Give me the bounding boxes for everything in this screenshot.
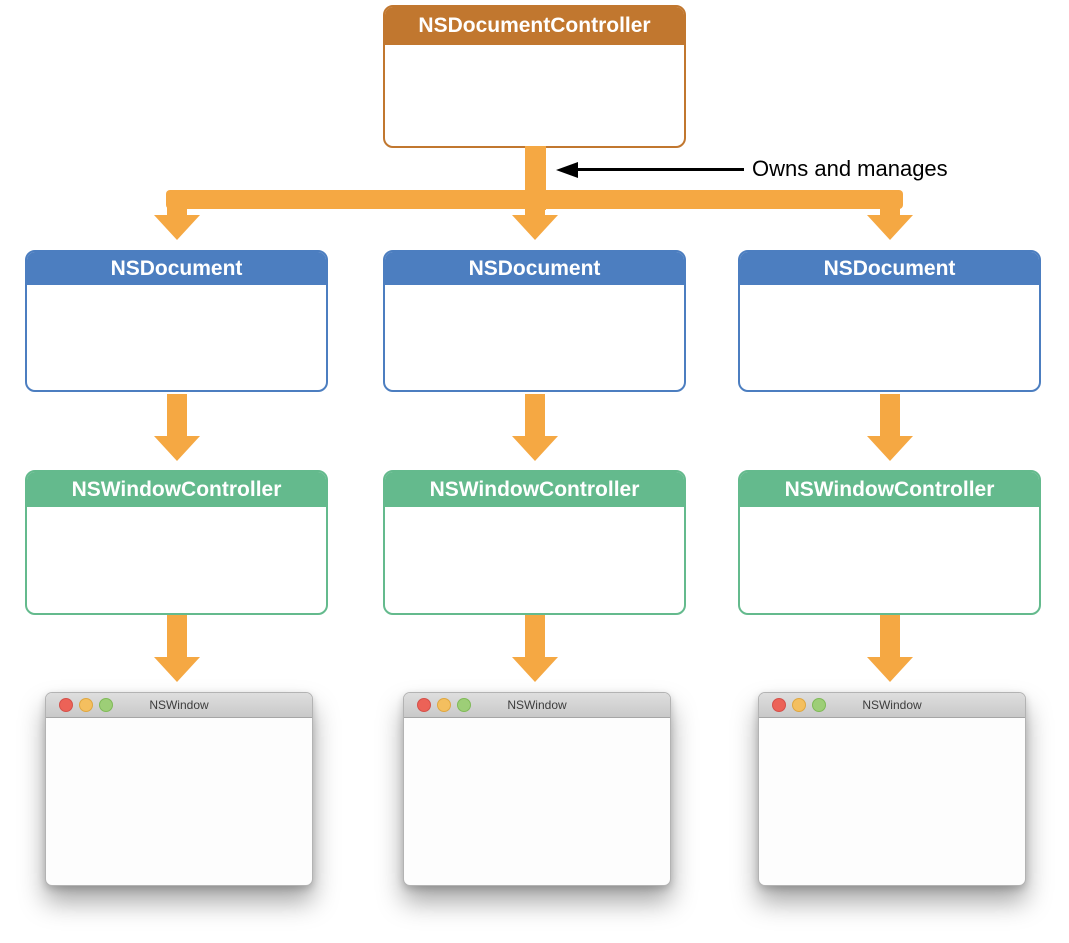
arrow-shaft <box>525 394 545 438</box>
nswindow-2: NSWindow <box>403 692 671 886</box>
minimize-icon <box>79 698 93 712</box>
window-content <box>404 718 670 887</box>
node-document-controller-title: NSDocumentController <box>385 7 684 45</box>
arrow-head-icon <box>512 436 558 461</box>
traffic-lights <box>772 698 832 712</box>
arrow-shaft <box>880 394 900 438</box>
close-icon <box>772 698 786 712</box>
zoom-icon <box>457 698 471 712</box>
node-document-controller: NSDocumentController <box>383 5 686 148</box>
node-document-2: NSDocument <box>383 250 686 392</box>
traffic-lights <box>59 698 119 712</box>
annotation-label: Owns and manages <box>752 156 948 181</box>
annotation-arrowhead-icon <box>556 162 578 178</box>
traffic-lights <box>417 698 477 712</box>
arrow-head-icon <box>154 436 200 461</box>
node-document-title: NSDocument <box>385 252 684 285</box>
arrow-head-icon <box>867 657 913 682</box>
minimize-icon <box>792 698 806 712</box>
window-title: NSWindow <box>149 698 209 712</box>
window-titlebar: NSWindow <box>46 693 312 718</box>
window-title: NSWindow <box>507 698 567 712</box>
node-document-1: NSDocument <box>25 250 328 392</box>
node-window-controller-title: NSWindowController <box>27 472 326 507</box>
arrow-head-icon <box>867 436 913 461</box>
arrow-shaft <box>880 615 900 659</box>
close-icon <box>417 698 431 712</box>
arrow-shaft <box>167 205 187 217</box>
node-document-title: NSDocument <box>740 252 1039 285</box>
arrow-shaft <box>167 394 187 438</box>
arrow-head-icon <box>154 215 200 240</box>
zoom-icon <box>812 698 826 712</box>
node-document-title: NSDocument <box>27 252 326 285</box>
close-icon <box>59 698 73 712</box>
node-document-3: NSDocument <box>738 250 1041 392</box>
minimize-icon <box>437 698 451 712</box>
arrow-head-icon <box>512 215 558 240</box>
node-window-controller-3: NSWindowController <box>738 470 1041 615</box>
arrow-head-icon <box>512 657 558 682</box>
arrow-head-icon <box>154 657 200 682</box>
node-window-controller-2: NSWindowController <box>383 470 686 615</box>
window-content <box>759 718 1025 887</box>
window-titlebar: NSWindow <box>404 693 670 718</box>
node-window-controller-title: NSWindowController <box>385 472 684 507</box>
arrow-head-icon <box>867 215 913 240</box>
arrow-shaft <box>167 615 187 659</box>
arrow-shaft <box>880 205 900 217</box>
arrow-shaft <box>525 615 545 659</box>
nswindow-1: NSWindow <box>45 692 313 886</box>
zoom-icon <box>99 698 113 712</box>
window-content <box>46 718 312 887</box>
flow-horizontal-bar <box>166 190 903 209</box>
node-window-controller-1: NSWindowController <box>25 470 328 615</box>
arrow-shaft <box>525 205 545 217</box>
annotation-arrow-line <box>574 168 744 171</box>
node-window-controller-title: NSWindowController <box>740 472 1039 507</box>
window-titlebar: NSWindow <box>759 693 1025 718</box>
window-title: NSWindow <box>862 698 922 712</box>
nswindow-3: NSWindow <box>758 692 1026 886</box>
